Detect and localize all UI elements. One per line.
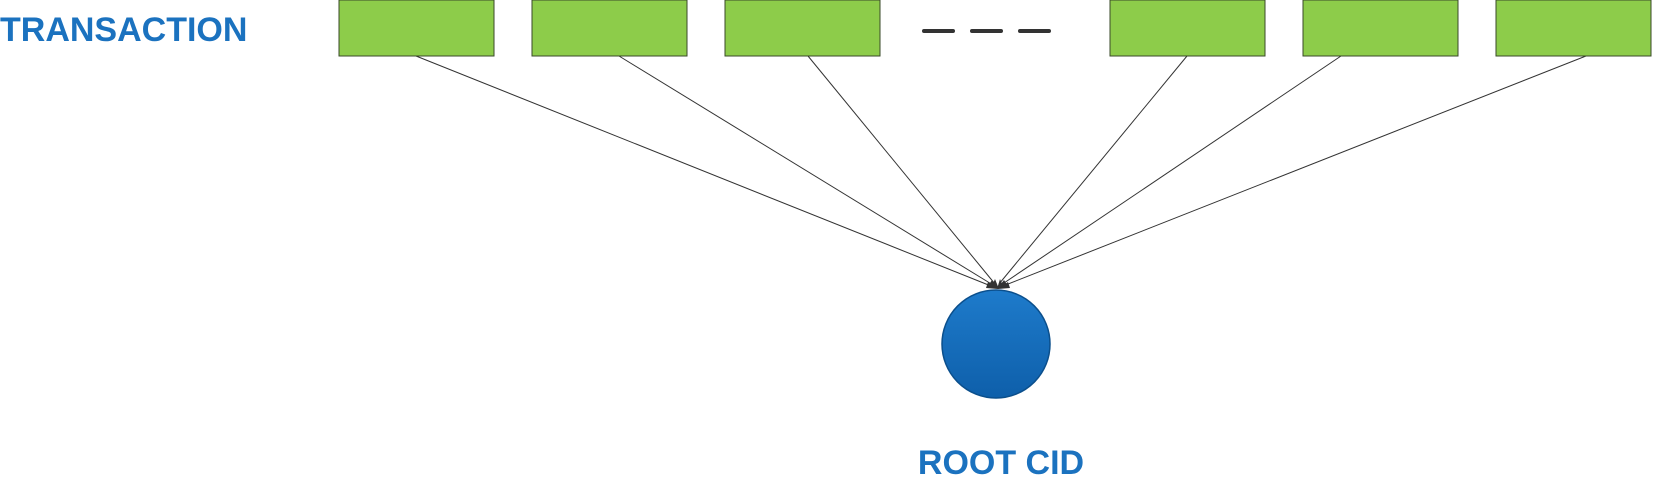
connector-line	[998, 55, 1188, 285]
transaction-box	[724, 0, 881, 57]
transaction-label: TRANSACTION	[0, 11, 247, 49]
connector-lines	[415, 55, 1587, 287]
connector-line	[1002, 55, 1587, 287]
transaction-box	[1109, 0, 1266, 57]
connector-line	[807, 55, 996, 285]
connector-line	[618, 55, 994, 286]
root-cid-label: ROOT CID	[918, 444, 1084, 482]
transaction-box	[531, 0, 688, 57]
transaction-box	[1302, 0, 1459, 57]
connector-line	[415, 55, 992, 287]
transaction-boxes	[338, 0, 1652, 57]
arrowhead	[998, 282, 1010, 289]
arrowhead	[992, 279, 999, 289]
transaction-box	[338, 0, 495, 57]
connector-line	[1000, 55, 1342, 286]
transaction-box	[1495, 0, 1652, 57]
arrowheads	[986, 279, 1010, 289]
root-cid-node	[941, 289, 1051, 399]
